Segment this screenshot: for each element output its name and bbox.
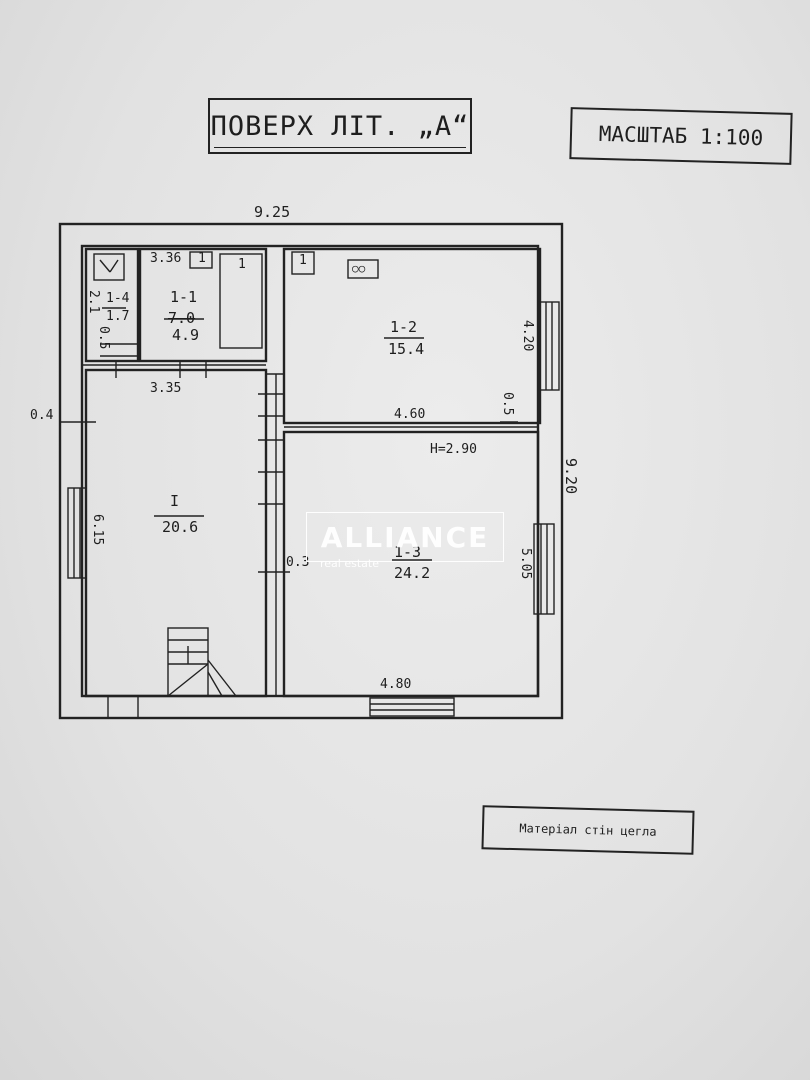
- staircase: [167, 627, 209, 697]
- outer-wall-outer: [58, 222, 564, 720]
- sink-fixture: [93, 253, 125, 281]
- window-1-2: [538, 301, 560, 391]
- room-1-1-area: 4.9: [172, 326, 200, 344]
- watermark-subtitle: real estate: [320, 557, 379, 570]
- room-1-4-area: 1.7: [106, 309, 130, 324]
- room-1-4-id: 1-4: [106, 291, 130, 306]
- fixture-marker-2: 1: [238, 257, 246, 272]
- ceiling-height-label: H=2.90: [430, 442, 477, 457]
- room-1-2-id: 1-2: [390, 318, 418, 336]
- room-1-2-area: 15.4: [388, 340, 425, 358]
- room-i-id: I: [170, 492, 180, 510]
- room-i-height-label: 6.15: [90, 514, 105, 546]
- wall-dim-b: 0.5: [96, 326, 111, 350]
- room-1-1-id: 1-1: [170, 288, 198, 306]
- room-1-2-outline: [282, 247, 542, 425]
- overall-height-label: 9.20: [562, 458, 580, 495]
- room-1-4-outline: [84, 247, 140, 363]
- window-i: [67, 487, 87, 579]
- floor-title: ПОВЕРХ ЛІТ. „А“: [208, 98, 472, 154]
- room-1-3-id: 1-3: [394, 543, 422, 561]
- outer-wall-inner: [80, 244, 540, 698]
- wall-dim-a: 0.5: [500, 392, 515, 416]
- overall-width-label: 9.25: [254, 203, 291, 221]
- room-1-3-width-label: 4.80: [380, 677, 412, 692]
- window-bottom: [369, 697, 455, 717]
- corridor-width-label: 3.36: [150, 251, 182, 266]
- room-1-1-outline: [138, 247, 268, 363]
- watermark-brand: ALLIANCE: [306, 512, 504, 562]
- fixture-marker-3: 1: [299, 253, 307, 268]
- stove-symbol: ○○: [352, 262, 366, 275]
- room-i-width-label: 3.35: [150, 381, 182, 396]
- room-1-2-height-label: 4.20: [520, 320, 535, 352]
- room-i-area: 20.6: [162, 518, 199, 536]
- window-1-3: [533, 523, 555, 615]
- room-1-2-width-label: 4.60: [394, 407, 426, 422]
- room-1-1-old-area: 7.0: [168, 309, 196, 327]
- stove-fixture: [347, 259, 379, 279]
- room-1-3-area: 24.2: [394, 564, 431, 582]
- wall-dim-d: 2.1: [86, 290, 101, 314]
- outer-wall-label: 0.4: [30, 408, 54, 423]
- room-1-3-height-label: 5.05: [518, 548, 533, 580]
- bathtub-fixture: [219, 253, 263, 349]
- fixture-marker-1: 1: [198, 251, 206, 266]
- inner-wall-label: 0.3: [286, 555, 310, 570]
- room-1-3-outline: [282, 430, 540, 698]
